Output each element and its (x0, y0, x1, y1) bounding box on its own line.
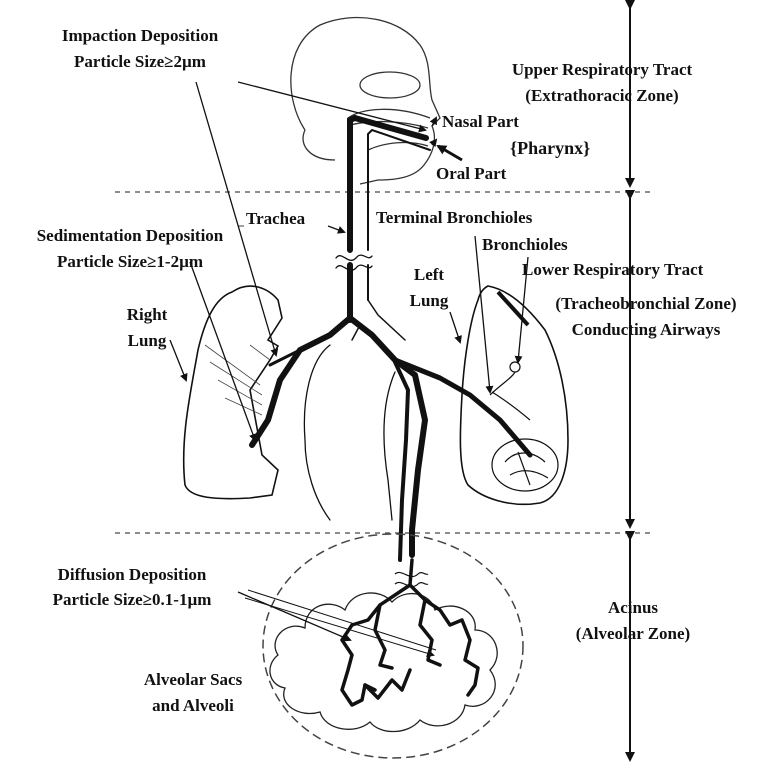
sedimentation-deposition-label: Sedimentation Deposition Particle Size≥1… (4, 226, 256, 272)
lower-respiratory-tract-label: Lower Respiratory Tract (522, 260, 703, 280)
right-lung-label: Right Lung (115, 305, 179, 351)
alveolar-sacs (342, 560, 478, 705)
alveolar-cloud (270, 593, 497, 732)
oral-part-label: Oral Part (436, 164, 506, 184)
nasal-part-label: Nasal Part (442, 112, 519, 132)
pharynx-label: {Pharynx} (510, 138, 590, 158)
acinus-region (263, 534, 523, 758)
bronchioles-label: Bronchioles (482, 235, 568, 255)
diffusion-deposition-label: Diffusion Deposition Particle Size≥0.1-1… (16, 565, 248, 610)
alveolar-sacs-label: Alveolar Sacs and Alveoli (118, 670, 268, 716)
bronchial-tree (252, 300, 530, 560)
right-lung-hatching (205, 345, 270, 415)
tracheobronchial-zone-label: (Tracheobronchial Zone) Conducting Airwa… (522, 294, 768, 340)
right-lung-outline (184, 286, 282, 499)
terminal-bronchioles-label: Terminal Bronchioles (376, 208, 532, 228)
upper-respiratory-tract-label: Upper Respiratory Tract (Extrathoracic Z… (482, 60, 722, 106)
left-lung-label: Left Lung (402, 265, 456, 311)
left-lung-lobule (490, 362, 558, 491)
impaction-deposition-label: Impaction Deposition Particle Size≥2µm (30, 26, 250, 72)
acinus-label: Acinus (Alveolar Zone) (558, 598, 708, 644)
